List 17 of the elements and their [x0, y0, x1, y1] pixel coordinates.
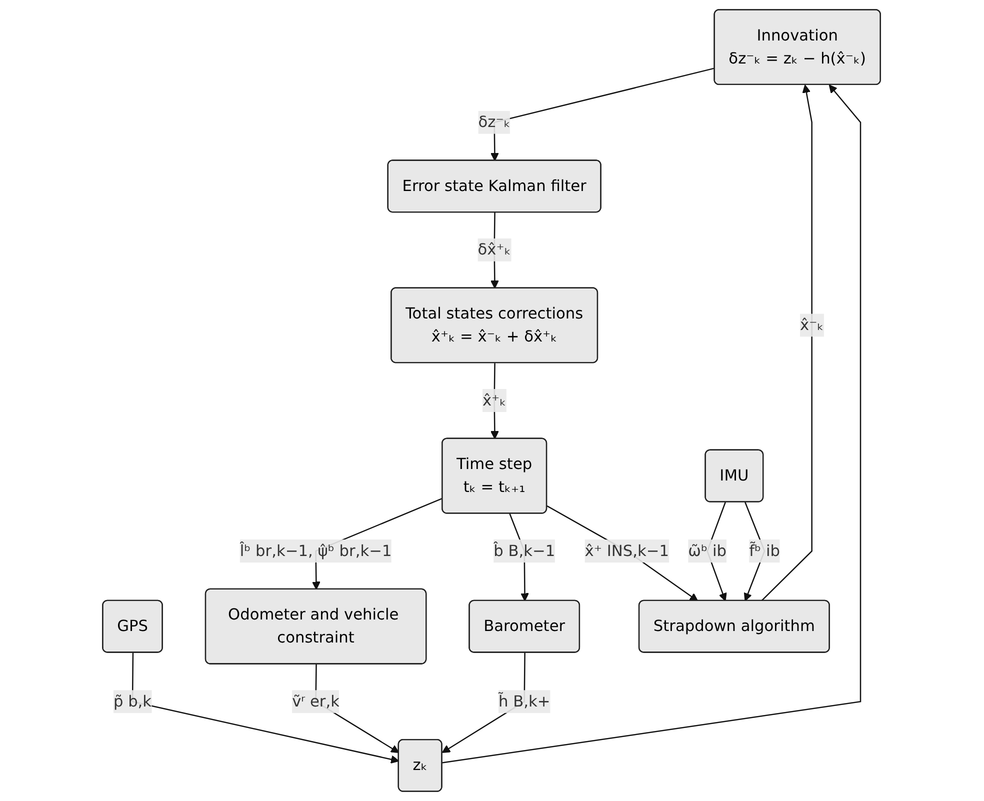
- edge-label: f̃ᵇ ib: [750, 541, 780, 560]
- edge-label: x̂⁻ₖ: [800, 316, 824, 334]
- edge-label: b̂ B,k−1: [494, 541, 556, 560]
- arrow: [761, 84, 813, 602]
- edge-label: ṽʳ er,k: [292, 692, 340, 710]
- edge-label: δx̂⁺ₖ: [478, 240, 512, 259]
- edge-label: ω̃ᵇ ib: [688, 541, 727, 560]
- edge-label: l̂ᵇ br,k−1, ψ̂ᵇ br,k−1: [240, 541, 392, 560]
- flowchart: δz⁻ₖ δx̂⁺ₖ x̂⁻ₖ x̂⁺ₖ l̂ᵇ br,k−1, ψ̂ᵇ br,k−1 b̂ B,k−1 x̂⁺ INS,k−1 ω̃ᵇ ib f̃ᵇ ib p̃ b,k ṽʳ er,k h̃ B,k+ Innovation δz⁻ₖ = zₖ − h(x̂⁻ₖ) Error state Kalman filter Total states corrections x̂⁺ₖ = x̂⁻ₖ + δx̂⁺ₖ Time step tₖ = tₖ₊₁ IMU GPS Odometer and vehicle constraint Barometer Strapdown algorithm zₖ: [95, 2, 889, 799]
- edge-label: x̂⁺ INS,k−1: [585, 541, 670, 560]
- edge-label: h̃ B,k+: [498, 692, 551, 710]
- edge-label: x̂⁺ₖ: [482, 390, 507, 410]
- arrow: [490, 68, 716, 162]
- edge-label: p̃ b,k: [114, 692, 152, 710]
- arrow: [490, 363, 500, 440]
- edge-label: δz⁻ₖ: [478, 112, 511, 131]
- arrow: [547, 505, 699, 602]
